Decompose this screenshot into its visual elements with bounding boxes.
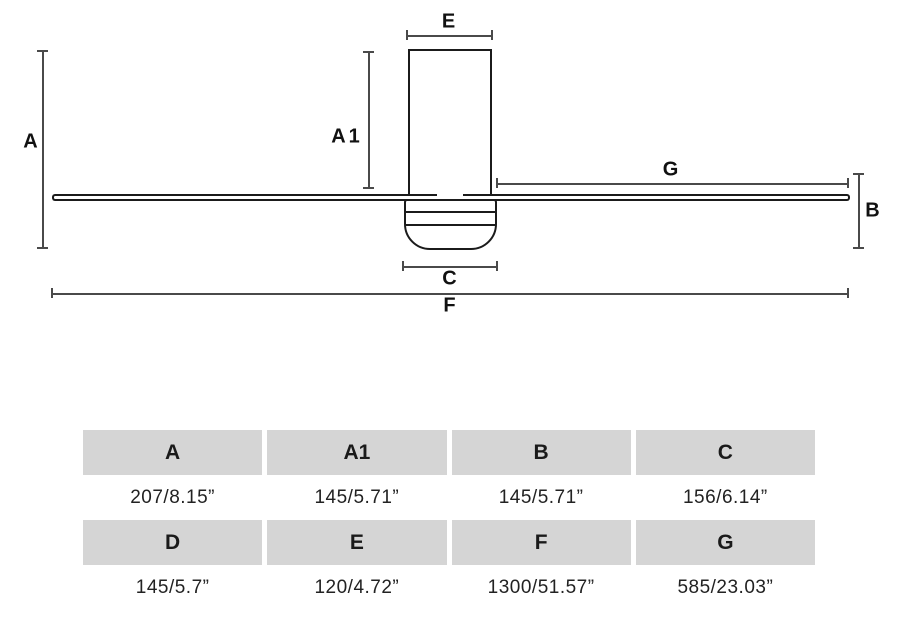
dim-tick [847, 288, 849, 298]
dim-line-g [497, 183, 848, 185]
table-header-cell: E [267, 520, 447, 565]
dim-label-e: E [441, 10, 457, 33]
dim-label-c: C [442, 267, 458, 290]
dim-line-e [407, 35, 492, 37]
dim-line-a [42, 51, 44, 248]
table-header-cell: D [83, 520, 263, 565]
table-value-cell: 145/5.71” [451, 475, 631, 520]
table-value-cell: 120/4.72” [267, 565, 447, 610]
dim-tick [363, 187, 374, 189]
table-header-cell: B [451, 430, 631, 475]
dim-line-a1 [368, 52, 370, 188]
table-value-cell: 156/6.14” [635, 475, 815, 520]
dim-label-b: B [865, 199, 881, 222]
table-header-cell: C [635, 430, 815, 475]
table-value-cell: 145/5.71” [267, 475, 447, 520]
dim-line-f [52, 293, 848, 295]
table-header-cell: F [451, 520, 631, 565]
motor-housing-seam-line [406, 211, 495, 213]
dim-label-f: F [443, 294, 457, 317]
dim-tick [496, 261, 498, 271]
dim-tick [853, 247, 864, 249]
dimensions-table: A A1 B C 207/8.15” 145/5.71” 145/5.71” 1… [83, 430, 815, 610]
dim-line-b [858, 174, 860, 249]
table-value-cell: 207/8.15” [83, 475, 263, 520]
dim-tick [37, 50, 48, 52]
dim-tick [406, 30, 408, 40]
table-header-cell: G [635, 520, 815, 565]
dim-label-a1: A1 [331, 125, 363, 148]
dim-tick [853, 173, 864, 175]
dim-label-a: A [23, 130, 39, 153]
dim-tick [491, 30, 493, 40]
dim-tick [847, 178, 849, 188]
fan-motor-housing [404, 199, 497, 250]
table-value-cell: 1300/51.57” [451, 565, 631, 610]
dim-tick [51, 288, 53, 298]
table-value-cell: 585/23.03” [635, 565, 815, 610]
dim-tick [363, 51, 374, 53]
table-value-cell: 145/5.7” [83, 565, 263, 610]
fan-blade-left [52, 194, 437, 201]
dim-line-c [403, 266, 497, 268]
dim-label-g: G [662, 158, 680, 181]
dim-tick [496, 178, 498, 188]
fan-blade-right [463, 194, 850, 201]
dim-tick [37, 247, 48, 249]
table-header-cell: A [83, 430, 263, 475]
fan-downrod-body [408, 49, 492, 197]
table-header-cell: A1 [267, 430, 447, 475]
motor-housing-seam-line [406, 224, 495, 226]
dim-tick [402, 261, 404, 271]
